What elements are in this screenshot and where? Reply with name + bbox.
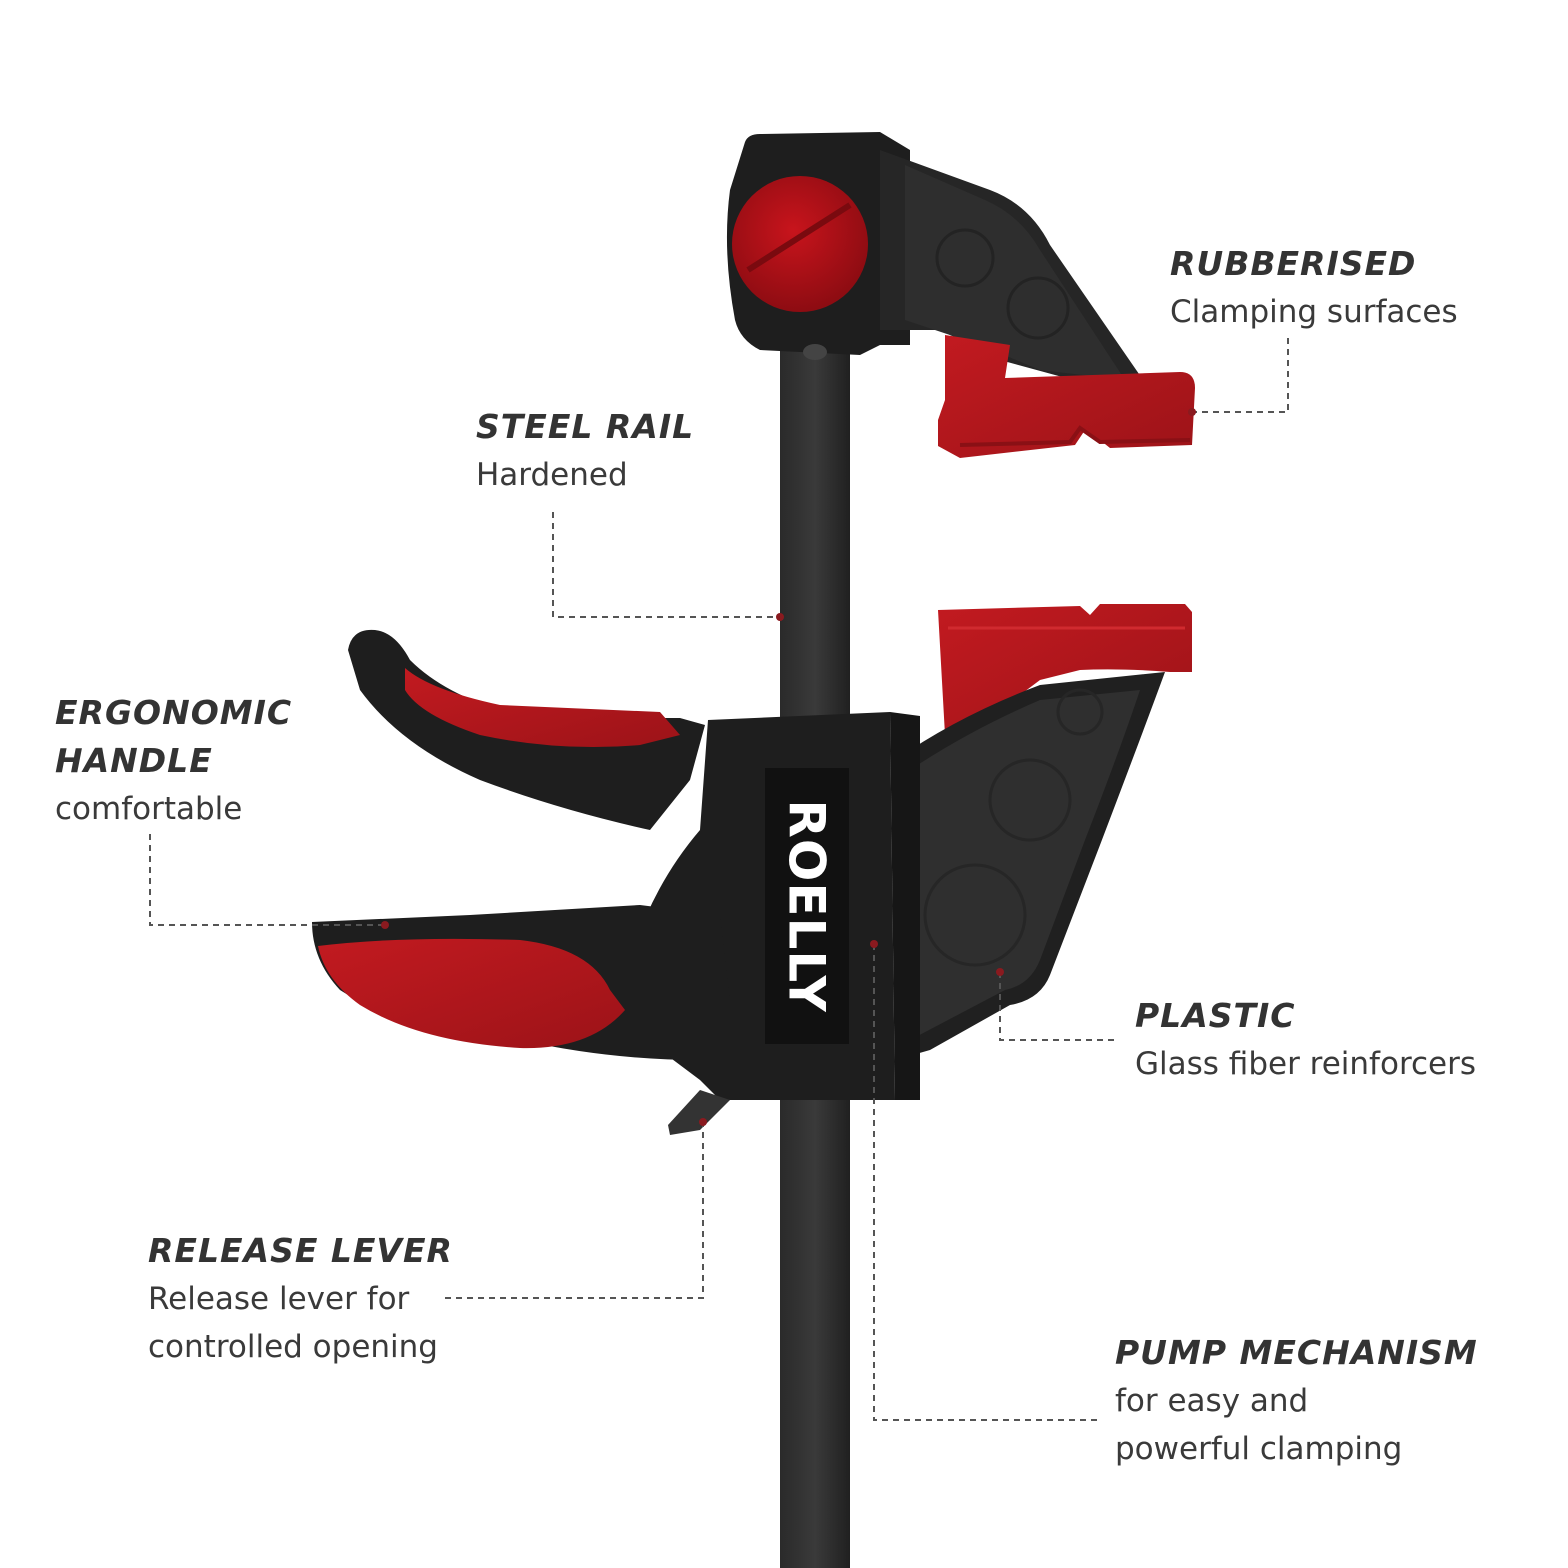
callout-pump-mechanism: PUMP MECHANISM for easy and powerful cla… [1115, 1329, 1478, 1473]
callout-rubberised: RUBBERISED Clamping surfaces [1170, 240, 1458, 336]
callout-desc: Hardened [476, 457, 628, 493]
callout-desc: for easy and [1115, 1383, 1309, 1419]
upper-rubber-pad [938, 335, 1195, 458]
callout-title: PLASTIC [1135, 996, 1296, 1035]
callout-title: RUBBERISED [1170, 244, 1417, 283]
callout-desc: Glass fiber reinforcers [1135, 1046, 1477, 1082]
leader-dots [381, 408, 1196, 1126]
callout-plastic: PLASTIC Glass fiber reinforcers [1135, 992, 1476, 1088]
callout-steel-rail: STEEL RAIL Hardened [476, 403, 694, 499]
brand-logo: ROELLY [778, 799, 836, 1013]
callout-title: PUMP MECHANISM [1115, 1333, 1478, 1372]
callout-title: RELEASE LEVER [148, 1231, 453, 1270]
movable-jaw [895, 672, 1165, 1060]
upper-jaw [726, 132, 1150, 390]
callout-title: ERGONOMIC [55, 693, 293, 732]
callout-desc: Release lever for [148, 1281, 410, 1317]
callout-desc: comfortable [55, 791, 243, 827]
brand-plate [765, 768, 849, 1044]
jaw-knob [732, 176, 868, 312]
leader-lines [149, 338, 1289, 1421]
release-lever-part [668, 1090, 730, 1135]
callout-desc: controlled opening [148, 1329, 438, 1365]
callout-title: STEEL RAIL [476, 407, 695, 446]
callout-title: HANDLE [55, 741, 213, 780]
callout-desc: powerful clamping [1115, 1431, 1403, 1467]
callout-release-lever: RELEASE LEVER Release lever for controll… [148, 1227, 453, 1371]
callout-ergonomic-handle: ERGONOMIC HANDLE comfortable [55, 689, 292, 833]
callout-desc: Clamping surfaces [1170, 294, 1458, 330]
